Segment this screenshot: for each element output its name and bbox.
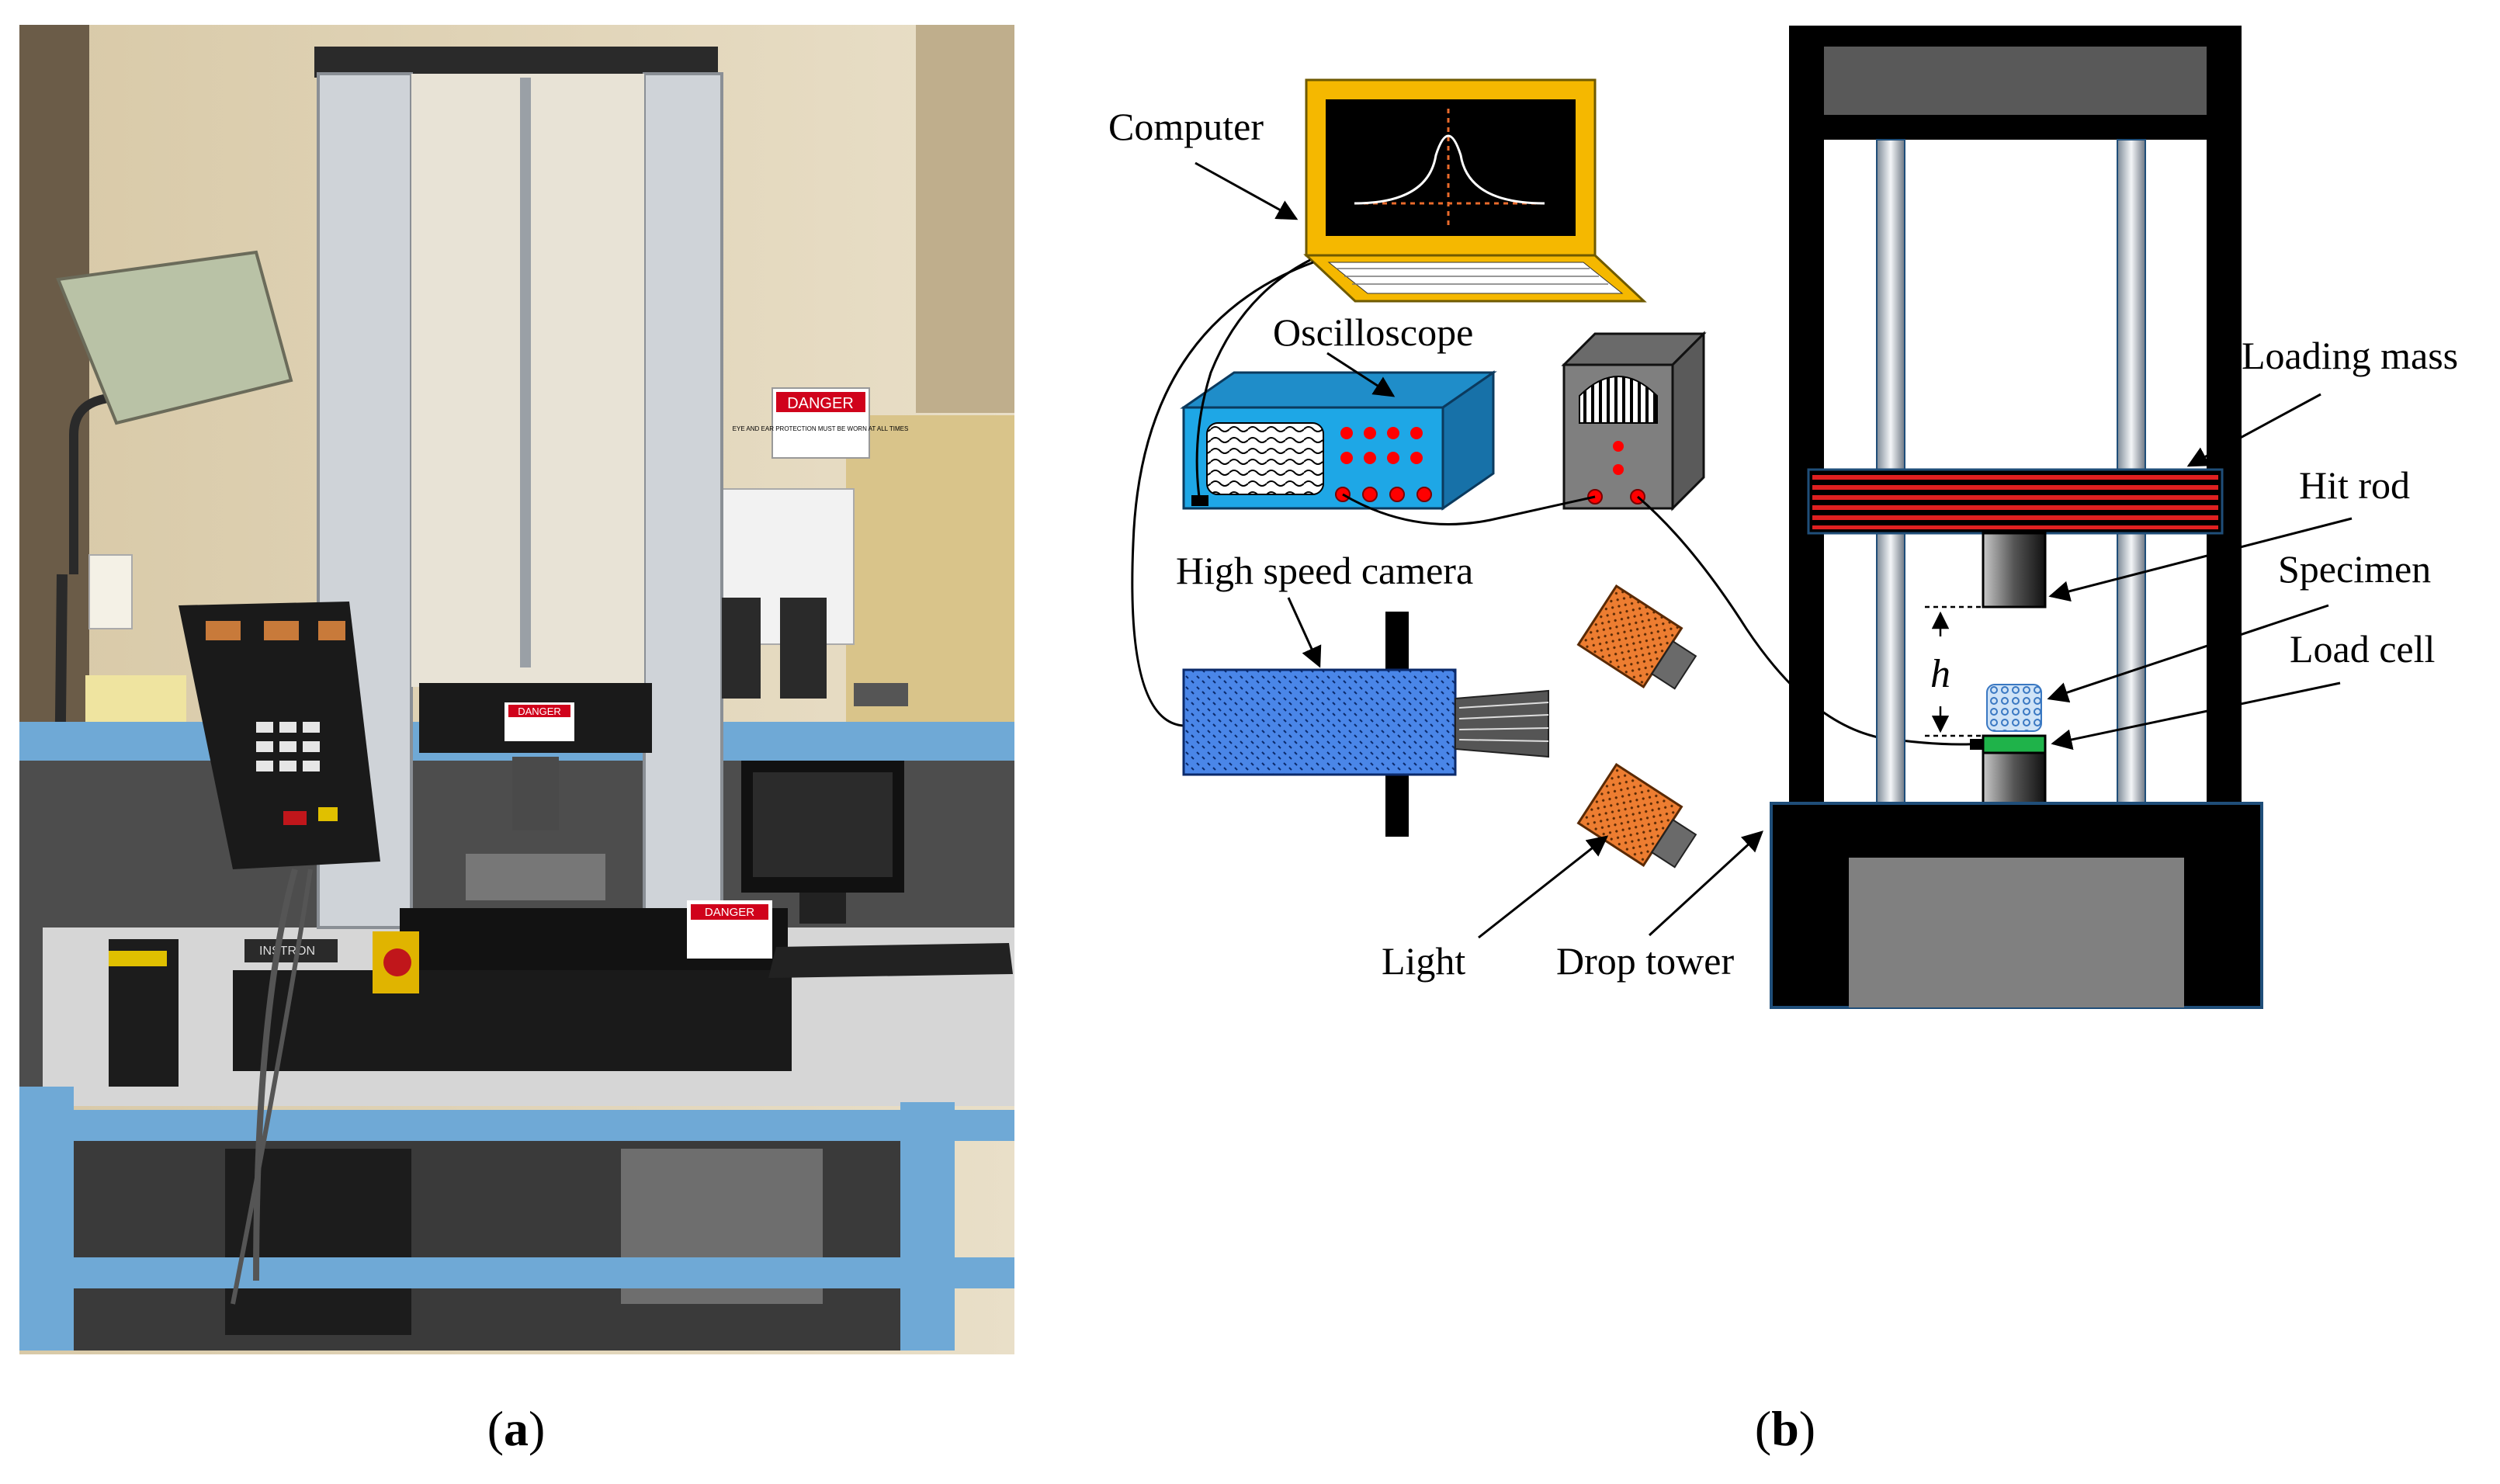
caption-b-letter: b xyxy=(1771,1401,1799,1456)
cup-photo xyxy=(88,554,133,629)
lamp-photo xyxy=(49,250,293,1289)
arrow-oscilloscope xyxy=(1326,352,1396,397)
grips-photo xyxy=(722,598,908,706)
label-specimen: Specimen xyxy=(2278,547,2431,591)
load-frame-photo: DANGER INSTRON DANGER xyxy=(233,47,792,1071)
loading-mass xyxy=(1807,468,2224,535)
label-drop-tower: Drop tower xyxy=(1556,939,1734,983)
label-hit-rod: Hit rod xyxy=(2299,463,2410,507)
light-upper xyxy=(1576,584,1697,690)
scope-unit xyxy=(1561,331,1707,511)
arrow-light xyxy=(1478,835,1609,939)
arrow-loading-mass xyxy=(2186,393,2321,467)
arrow-hit-rod xyxy=(2048,517,2353,602)
caption-b: (b) xyxy=(1755,1401,1815,1456)
control-panel-photo xyxy=(179,602,380,1305)
height-indicator xyxy=(1925,605,1995,737)
arrow-drop-tower xyxy=(1648,830,1763,937)
arrow-load-cell xyxy=(2051,681,2341,751)
arrow-high-speed-camera xyxy=(1287,597,1322,668)
label-oscilloscope: Oscilloscope xyxy=(1273,310,1473,354)
drop-tower: h xyxy=(1770,26,2263,1009)
wall-danger-sign-title: DANGER xyxy=(787,395,854,412)
light-lower xyxy=(1576,762,1697,869)
computer xyxy=(1303,78,1647,303)
oscilloscope xyxy=(1180,370,1497,511)
photo-panel-a: DANGER EYE AND EAR PROTECTION MUST BE WO… xyxy=(19,25,1014,1354)
machine-brand-text: INSTRON xyxy=(259,945,315,958)
load-cell-base xyxy=(1982,751,2047,805)
hit-rod xyxy=(1982,532,2047,609)
caption-a: (a) xyxy=(487,1401,546,1456)
label-height: h xyxy=(1930,652,1950,696)
specimen xyxy=(1986,684,2042,732)
caption-a-letter: a xyxy=(504,1401,529,1456)
machine-danger-text: DANGER xyxy=(705,906,754,919)
high-speed-camera xyxy=(1182,612,1549,837)
arrow-specimen xyxy=(2047,604,2329,703)
label-light: Light xyxy=(1382,939,1465,983)
label-load-cell: Load cell xyxy=(2290,627,2435,671)
label-loading-mass: Loading mass xyxy=(2242,334,2458,377)
crosshead-danger-text: DANGER xyxy=(518,706,561,717)
wall-danger-sign-text: EYE AND EAR PROTECTION MUST BE WORN AT A… xyxy=(733,425,909,432)
load-cell xyxy=(1982,734,2047,754)
label-computer: Computer xyxy=(1108,105,1264,148)
arrow-computer xyxy=(1195,161,1299,220)
wall-danger-sign: DANGER EYE AND EAR PROTECTION MUST BE WO… xyxy=(733,387,909,459)
label-high-speed-camera: High speed camera xyxy=(1176,549,1473,592)
schematic-panel-b: Computer Oscilloscope xyxy=(1108,26,2458,1009)
paper-stack-photo xyxy=(85,675,186,722)
monitor-photo xyxy=(741,761,1013,978)
